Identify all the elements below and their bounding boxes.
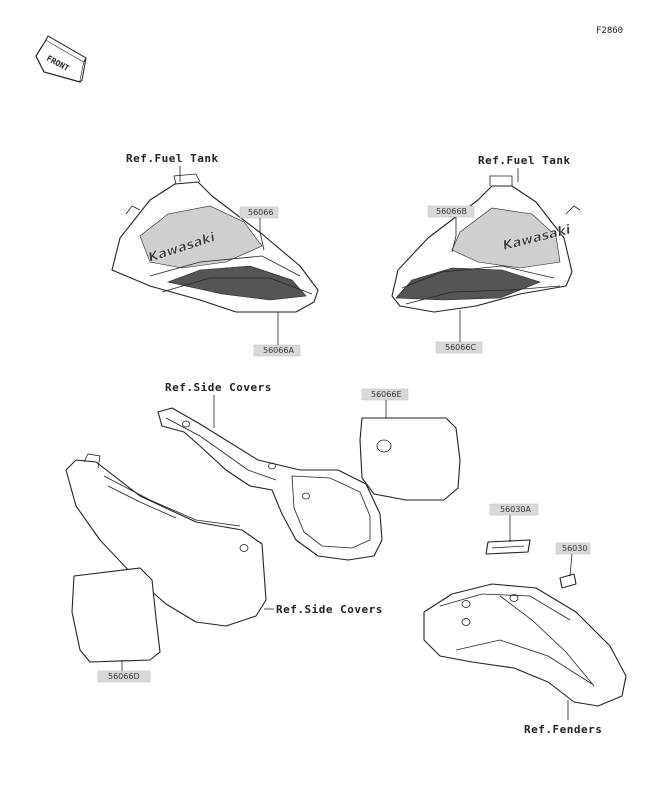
part-56066b[interactable]: 56066B — [436, 207, 467, 216]
part-56066d[interactable]: 56066D — [108, 672, 140, 681]
ref-side-covers-bottom: Ref.Side Covers — [276, 603, 383, 616]
number-plate-e — [359, 417, 461, 501]
number-plate-d — [71, 567, 161, 663]
left-tank-shroud: Kawasaki — [111, 173, 319, 313]
small-label-56030 — [559, 573, 577, 589]
upper-side-cover — [157, 407, 383, 561]
part-56030[interactable]: 56030 — [562, 544, 587, 553]
part-56066d-box — [97, 670, 151, 683]
part-56066a-box — [253, 344, 301, 357]
ref-fuel-tank-right: Ref.Fuel Tank — [478, 154, 571, 167]
part-56066b-box — [427, 205, 475, 218]
leader-56066b — [451, 217, 457, 253]
leader-56030 — [569, 553, 573, 577]
part-56030-box — [555, 542, 591, 555]
lower-side-cover — [65, 453, 267, 627]
part-56066[interactable]: 56066 — [248, 208, 273, 217]
part-56030a-box — [489, 503, 539, 516]
ref-fuel-tank-left: Ref.Fuel Tank — [126, 152, 219, 165]
part-56066e-box — [361, 388, 409, 401]
part-56066c[interactable]: 56066C — [445, 343, 476, 352]
part-56030a[interactable]: 56030A — [500, 505, 531, 514]
rear-fender — [423, 583, 627, 707]
part-56066-box — [239, 206, 279, 219]
ref-fenders: Ref.Fenders — [524, 723, 602, 736]
part-56066a[interactable]: 56066A — [263, 346, 294, 355]
front-arrow-icon: FRONT — [35, 35, 87, 83]
figure-code: F2860 — [596, 26, 623, 36]
part-56066c-box — [435, 341, 483, 354]
small-label-56030a — [485, 539, 531, 555]
ref-side-covers-top: Ref.Side Covers — [165, 381, 272, 394]
right-tank-shroud: Kawasaki — [391, 175, 581, 313]
leader-56066 — [259, 218, 265, 251]
part-56066e[interactable]: 56066E — [371, 390, 402, 399]
